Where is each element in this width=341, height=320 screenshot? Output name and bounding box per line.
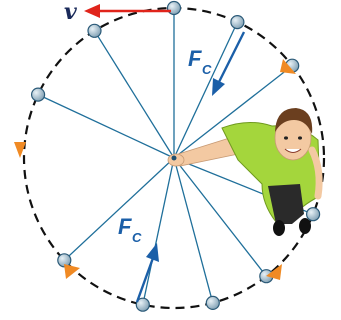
- direction-arrows: [14, 59, 296, 280]
- velocity-label: v: [64, 0, 77, 25]
- spoke: [142, 157, 175, 305]
- person-right-foot: [299, 218, 311, 234]
- direction-arrow-lower-left: [64, 264, 80, 279]
- spokes: [37, 8, 314, 305]
- spoke: [37, 94, 175, 159]
- ball-position: [87, 23, 102, 38]
- direction-arrow-left: [14, 142, 26, 158]
- ball-position: [306, 207, 321, 222]
- centripetal-force-arrow-top: [212, 31, 246, 96]
- ball-position: [135, 297, 150, 312]
- force-label-bottom: F: [118, 214, 132, 239]
- spoke: [63, 157, 175, 261]
- person-left-foot: [273, 220, 285, 236]
- spoke: [173, 157, 214, 304]
- velocity-arrow: [84, 4, 171, 18]
- ball-position: [57, 253, 72, 268]
- ball-position: [166, 0, 182, 16]
- spoke: [173, 157, 267, 277]
- spoke: [93, 30, 175, 159]
- force-label-top: F: [188, 46, 202, 71]
- force-label-top-subscript: C: [202, 62, 212, 77]
- person-pants: [268, 184, 304, 224]
- direction-arrow-upper-right: [280, 59, 296, 74]
- person-hair: [275, 108, 313, 134]
- force-label-bottom-subscript: C: [132, 230, 142, 245]
- circle-center: [171, 155, 177, 161]
- direction-arrow-lower-right: [266, 264, 282, 280]
- ball-position: [230, 15, 245, 30]
- spoke: [173, 21, 238, 159]
- ball-position: [30, 87, 46, 102]
- person-icon: [167, 108, 323, 236]
- spoke: [173, 65, 293, 159]
- ball-position: [205, 295, 220, 310]
- person-hand: [167, 153, 185, 167]
- centripetal-force-arrow-bottom: [135, 243, 159, 303]
